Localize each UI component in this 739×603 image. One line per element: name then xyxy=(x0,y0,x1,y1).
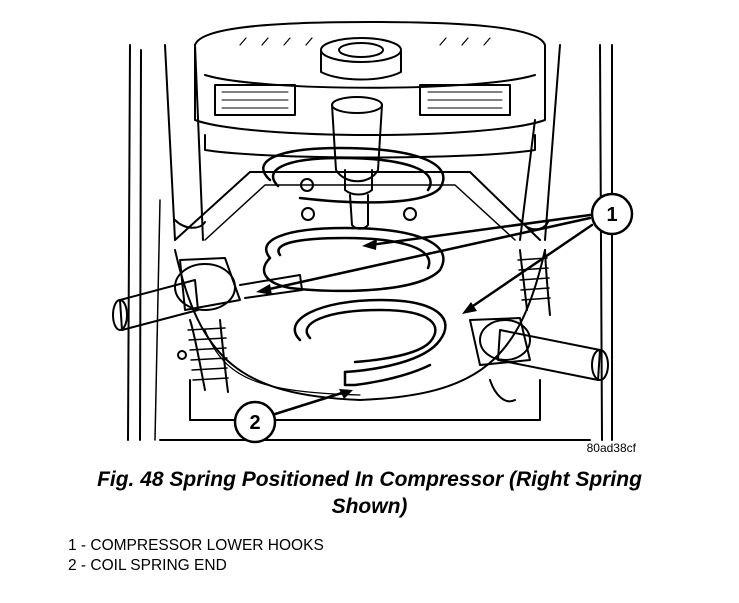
center-shaft xyxy=(331,96,383,230)
compressor-frame xyxy=(127,44,613,441)
spring-compressor-illustration: 1 2 80ad38cf xyxy=(112,21,637,455)
legend-item-compressor-lower-hooks: 1 - COMPRESSOR LOWER HOOKS xyxy=(68,537,324,554)
callout-arrows xyxy=(263,213,594,417)
lower-spring-plate xyxy=(174,171,546,401)
callout-circle-1 xyxy=(590,192,634,236)
right-compressor-hook xyxy=(469,249,609,403)
left-compressor-hook xyxy=(112,257,303,393)
callout-circle-2 xyxy=(233,400,277,444)
guide-rods xyxy=(164,44,561,241)
arrow-1-to-right-hook xyxy=(468,223,594,310)
arrow-2-to-spring-end xyxy=(270,390,347,417)
arrowheads xyxy=(256,239,477,399)
coil-spring xyxy=(262,146,447,387)
legend: 1 - COMPRESSOR LOWER HOOKS 2 - COIL SPRI… xyxy=(68,536,324,576)
compressor-upper-plate xyxy=(194,21,546,159)
arrow-1-to-center xyxy=(368,213,592,247)
callout-number-2: 2 xyxy=(249,412,260,434)
legend-item-coil-spring-end: 2 - COIL SPRING END xyxy=(68,557,227,574)
arrow-1-to-left-hook xyxy=(263,216,592,292)
callout-number-1: 1 xyxy=(606,204,617,226)
image-code: 80ad38cf xyxy=(587,441,637,455)
figure-caption: Fig. 48 Spring Positioned In Compressor … xyxy=(97,468,642,518)
